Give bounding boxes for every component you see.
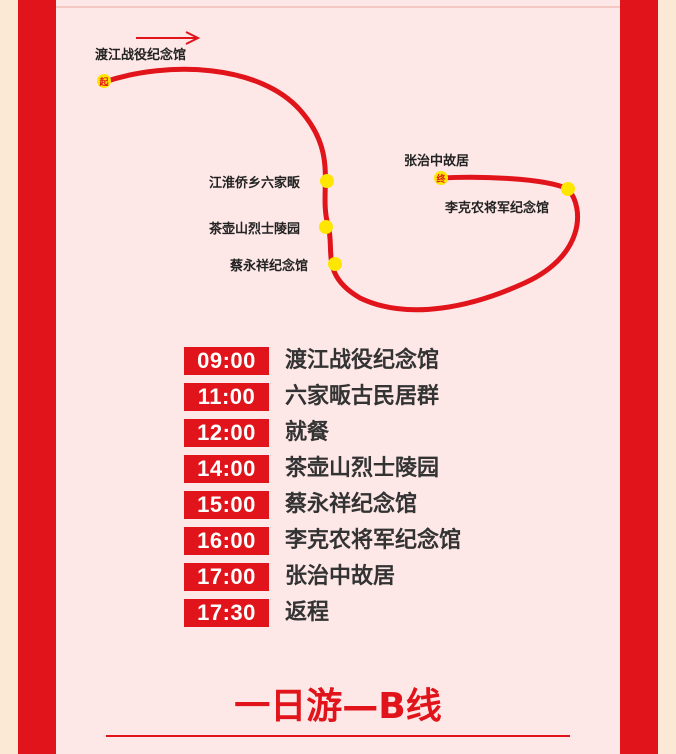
stop-dot-likenong [561,182,575,196]
time-badge: 17:30 [184,599,269,627]
time-badge: 12:00 [184,419,269,447]
time-badge: 14:00 [184,455,269,483]
content-panel [56,0,620,754]
time-badge: 09:00 [184,347,269,375]
time-badge: 15:00 [184,491,269,519]
direction-arrow-icon [136,31,201,45]
stop-label-dujiang: 渡江战役纪念馆 [95,48,187,63]
route-line [101,66,580,313]
footer-divider [106,735,570,737]
time-badge: 11:00 [184,383,269,411]
place-name: 蔡永祥纪念馆 [285,492,418,517]
top-divider [56,6,620,8]
time-badge: 17:00 [184,563,269,591]
stop-label-chahushan: 茶壶山烈士陵园 [209,222,301,237]
stop-dot-caiyongxiang [328,257,342,271]
start-marker: 起 [98,76,109,88]
place-name: 六家畈古民居群 [285,384,440,409]
end-marker: 终 [435,173,446,185]
place-name: 茶壶山烈士陵园 [285,456,440,481]
stop-label-caiyongxiang: 蔡永祥纪念馆 [230,259,309,274]
stop-dot-liujiafan [320,174,334,188]
route-map: 起 终 [97,31,580,313]
stop-label-likenong: 李克农将军纪念馆 [445,201,550,216]
place-name: 渡江战役纪念馆 [285,348,440,373]
stop-dot-end [434,171,448,185]
stop-label-zhangzhizhong: 张治中故居 [404,154,470,169]
place-name: 张治中故居 [285,564,396,589]
stop-dot-chahushan [319,220,333,234]
place-name: 李克农将军纪念馆 [285,528,462,553]
left-border [18,0,56,754]
place-name: 就餐 [285,420,330,445]
right-border [620,0,658,754]
stop-dot-start [97,74,111,88]
tour-title: 一日游—B线 [234,686,442,727]
stop-label-liujiafan: 江淮侨乡六家畈 [209,176,301,191]
place-name: 返程 [285,600,330,625]
time-badge: 16:00 [184,527,269,555]
